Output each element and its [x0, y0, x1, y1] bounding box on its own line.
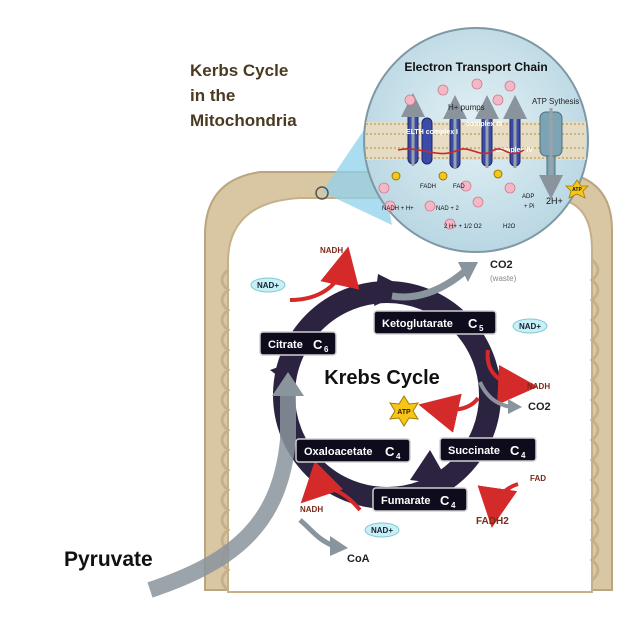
- svg-text:Fumarate: Fumarate: [381, 495, 431, 507]
- svg-text:H2O: H2O: [503, 224, 516, 230]
- svg-text:Oxaloacetate: Oxaloacetate: [304, 446, 372, 458]
- svg-text:NAD+: NAD+: [371, 526, 393, 535]
- etc-title: Electron Transport Chain: [404, 60, 547, 74]
- svg-text:+ Pi: + Pi: [524, 204, 535, 210]
- svg-text:NADH + H+: NADH + H+: [382, 206, 414, 212]
- svg-text:2H+: 2H+: [546, 196, 563, 206]
- svg-text:Kerbs Cycle: Kerbs Cycle: [190, 61, 288, 80]
- svg-text:FADH: FADH: [420, 184, 436, 190]
- svg-text:ATP: ATP: [572, 187, 582, 193]
- svg-text:ATP: ATP: [397, 409, 411, 416]
- cycle-center-label: Krebs Cycle: [324, 367, 440, 389]
- nad-plus-bubble-right: NAD+: [512, 318, 548, 334]
- electron-path: [397, 148, 525, 155]
- ketoglutarate-box: Ketoglutarate C 5: [373, 310, 497, 335]
- redox-arrows: [289, 246, 538, 528]
- fumarate-box: Fumarate C 4: [372, 487, 468, 512]
- etc-inset: Electron Transport Chain: [363, 27, 589, 253]
- zoom-origin-marker: [315, 186, 329, 200]
- svg-text:C: C: [510, 443, 520, 458]
- svg-text:Mitochondria: Mitochondria: [190, 111, 297, 130]
- svg-text:complex III: complex III: [466, 121, 502, 128]
- nad-plus-bubble-bottom: NAD+: [364, 522, 400, 538]
- svg-text:NAD+: NAD+: [257, 281, 279, 290]
- svg-text:Ketoglutarate: Ketoglutarate: [382, 318, 453, 330]
- svg-text:4: 4: [451, 501, 456, 510]
- etc-atp-star: ATP: [565, 179, 589, 199]
- coa-label: CoA: [347, 553, 370, 565]
- svg-text:in the: in the: [190, 86, 235, 105]
- atp-star: ATP: [389, 395, 419, 427]
- co2-top-arrow: [391, 262, 478, 301]
- pyruvate-label: Pyruvate: [64, 548, 153, 571]
- co2-top-label: CO2: [490, 259, 513, 271]
- fad-label: FAD: [530, 474, 546, 483]
- proton-pump-arrows: [401, 93, 563, 199]
- h-plus-ions: [378, 78, 516, 230]
- co2-right-label: CO2: [528, 401, 551, 413]
- svg-text:5: 5: [479, 324, 484, 333]
- svg-text:6: 6: [324, 345, 329, 354]
- svg-text:C: C: [313, 337, 323, 352]
- fadh2-label: FADH2: [476, 516, 509, 527]
- co2-right-arrow: [478, 381, 522, 414]
- nadh-label-top: NADH: [320, 246, 343, 255]
- svg-text:FAD: FAD: [453, 184, 465, 190]
- svg-text:4: 4: [396, 452, 401, 461]
- nad-plus-bubble-top: NAD+: [250, 277, 286, 293]
- svg-text:NAD + 2: NAD + 2: [436, 206, 460, 212]
- oxaloacetate-box: Oxaloacetate C 4: [295, 438, 411, 463]
- nadh-label-bottom: NADH: [300, 505, 323, 514]
- svg-text:NAD+: NAD+: [519, 322, 541, 331]
- electron-carriers: [391, 169, 503, 181]
- svg-text:ADP: ADP: [522, 194, 534, 200]
- diagram-title: Kerbs Cycle in the Mitochondria: [190, 61, 297, 130]
- waste-label: (waste): [490, 274, 517, 283]
- svg-text:Citrate: Citrate: [268, 339, 303, 351]
- svg-text:C: C: [385, 444, 395, 459]
- citrate-box: Citrate C 6: [259, 331, 337, 356]
- bilayer-lines: [366, 123, 586, 159]
- svg-text:4: 4: [521, 451, 526, 460]
- pyruvate-arrow: [147, 372, 348, 598]
- svg-text:complex IV: complex IV: [496, 147, 533, 154]
- svg-text:C: C: [468, 316, 478, 331]
- nadh-label-right: NADH: [527, 382, 550, 391]
- succinate-box: Succinate C 4: [439, 437, 537, 462]
- svg-text:2 H+ + 1/2 O2: 2 H+ + 1/2 O2: [444, 224, 482, 230]
- svg-text:H+ pumps: H+ pumps: [448, 103, 485, 112]
- svg-text:ATP Sythesis: ATP Sythesis: [532, 97, 579, 106]
- svg-text:ELTH complex I: ELTH complex I: [406, 129, 458, 136]
- svg-text:Succinate: Succinate: [448, 445, 500, 457]
- svg-text:C: C: [440, 493, 450, 508]
